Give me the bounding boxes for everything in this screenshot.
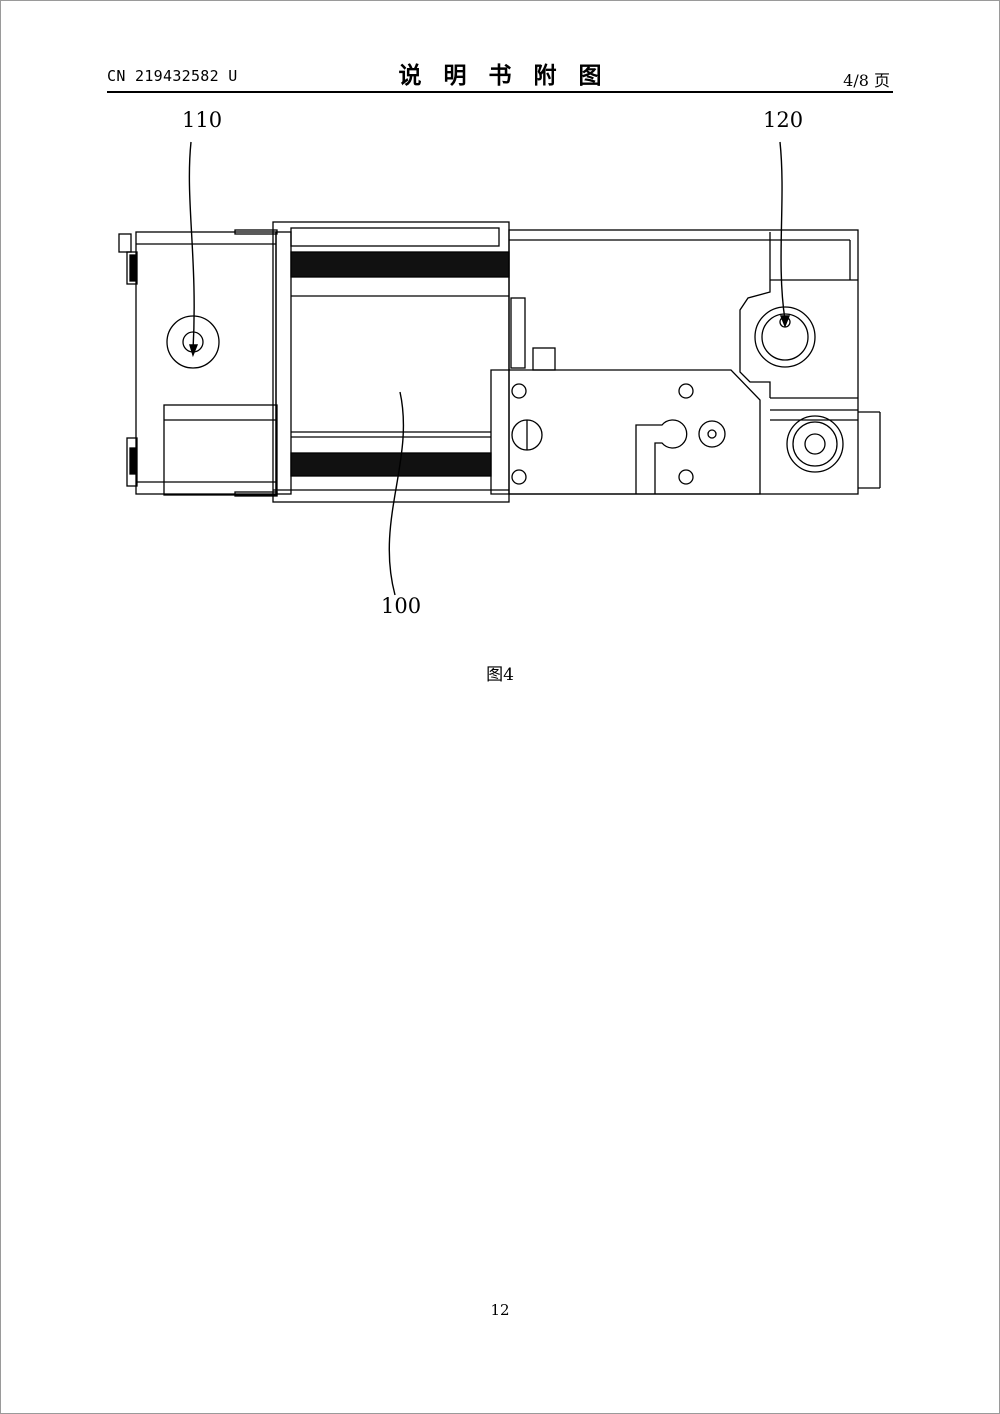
left-end-block: [118, 231, 278, 496]
front-bracket-plate: [490, 369, 761, 495]
reference-label-100: 100: [381, 594, 422, 618]
technical-drawing: [118, 141, 881, 596]
page-indicator: 4/8 页: [843, 71, 890, 90]
page-number: 12: [490, 1301, 510, 1319]
leader-lines: [188, 141, 791, 596]
page-title: 说明书附图: [398, 63, 624, 89]
end-fitting: [786, 415, 844, 473]
figure-caption: 图4: [486, 665, 514, 685]
left-yoke-plate: [234, 229, 292, 497]
right-housing: [508, 229, 881, 495]
reference-label-110: 110: [182, 108, 223, 132]
reference-label-120: 120: [763, 108, 804, 132]
header-rule: [107, 91, 893, 93]
central-body: [272, 221, 510, 503]
document-number: CN 219432582 U: [107, 67, 238, 85]
mounting-hole-120: [754, 306, 816, 368]
